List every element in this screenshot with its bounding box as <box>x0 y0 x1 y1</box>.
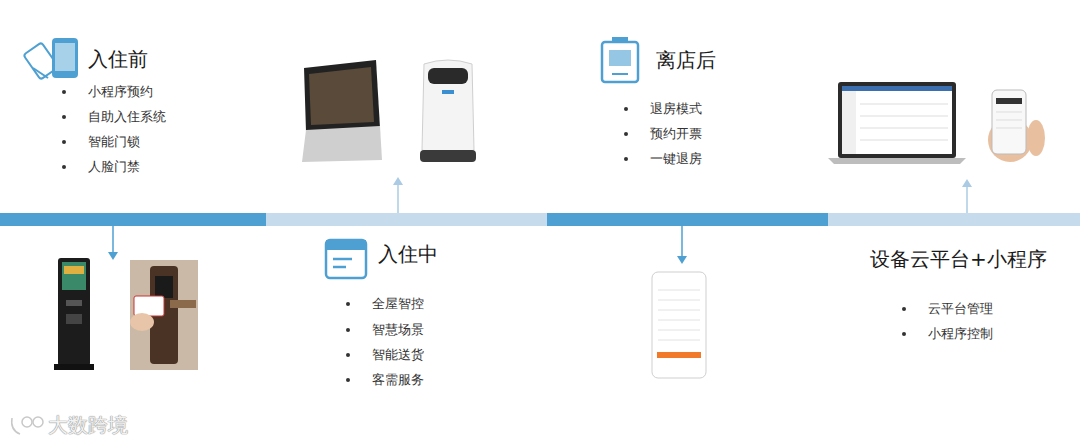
bullet-dot <box>624 132 628 136</box>
stage-heading: 设备云平台+小程序 <box>870 246 1047 272</box>
laptop-image <box>828 82 966 164</box>
feature-item: 智能送货 <box>372 347 424 364</box>
feature-item: 退房模式 <box>650 101 702 118</box>
bullet-dot <box>346 302 350 306</box>
hand-phone-image <box>988 90 1045 162</box>
feature-item: 人脸门禁 <box>88 159 140 176</box>
card-icon <box>23 38 78 80</box>
bullet-dot <box>62 140 66 144</box>
feature-item: 云平台管理 <box>928 301 993 318</box>
bullet-dot <box>346 378 350 382</box>
bullet-dot <box>62 165 66 169</box>
feature-item: 智能门锁 <box>88 134 140 151</box>
checkout-icon <box>602 37 638 82</box>
timeline-segment <box>266 213 547 226</box>
smart-display-image <box>302 60 382 162</box>
bullet-dot <box>902 307 906 311</box>
bullet-dot <box>902 332 906 336</box>
bullet-dot <box>62 90 66 94</box>
feature-item: 客需服务 <box>372 372 424 389</box>
feature-item: 全屋智控 <box>372 296 424 313</box>
kiosk-image <box>54 258 94 370</box>
window-icon <box>326 240 366 278</box>
feature-item: 小程序控制 <box>928 326 993 343</box>
stage-heading: 入住前 <box>88 46 148 72</box>
feature-item: 小程序预约 <box>88 84 153 101</box>
bullet-dot <box>346 328 350 332</box>
pointer-arrow <box>677 226 687 264</box>
robot-image <box>420 60 476 162</box>
feature-item: 智慧场景 <box>372 322 424 339</box>
timeline-segment <box>0 213 266 226</box>
bullet-dot <box>624 157 628 161</box>
bullet-dot <box>346 353 350 357</box>
door-lock-image <box>130 260 198 370</box>
pointer-arrow <box>108 226 118 260</box>
timeline-segment <box>547 213 828 226</box>
feature-item: 自助入住系统 <box>88 109 166 126</box>
feature-item: 一键退房 <box>650 151 702 168</box>
watermark: 大数跨境 <box>48 412 128 438</box>
feature-item: 预约开票 <box>650 126 702 143</box>
stage-heading: 离店后 <box>656 47 716 73</box>
watermark-logo <box>12 417 43 434</box>
pointer-arrow <box>393 177 403 213</box>
pointer-arrow <box>962 179 972 213</box>
bullet-dot <box>624 107 628 111</box>
stage-heading: 入住中 <box>378 241 438 267</box>
timeline-segment <box>828 213 1080 226</box>
phone-image <box>652 272 706 378</box>
bullet-dot <box>62 115 66 119</box>
